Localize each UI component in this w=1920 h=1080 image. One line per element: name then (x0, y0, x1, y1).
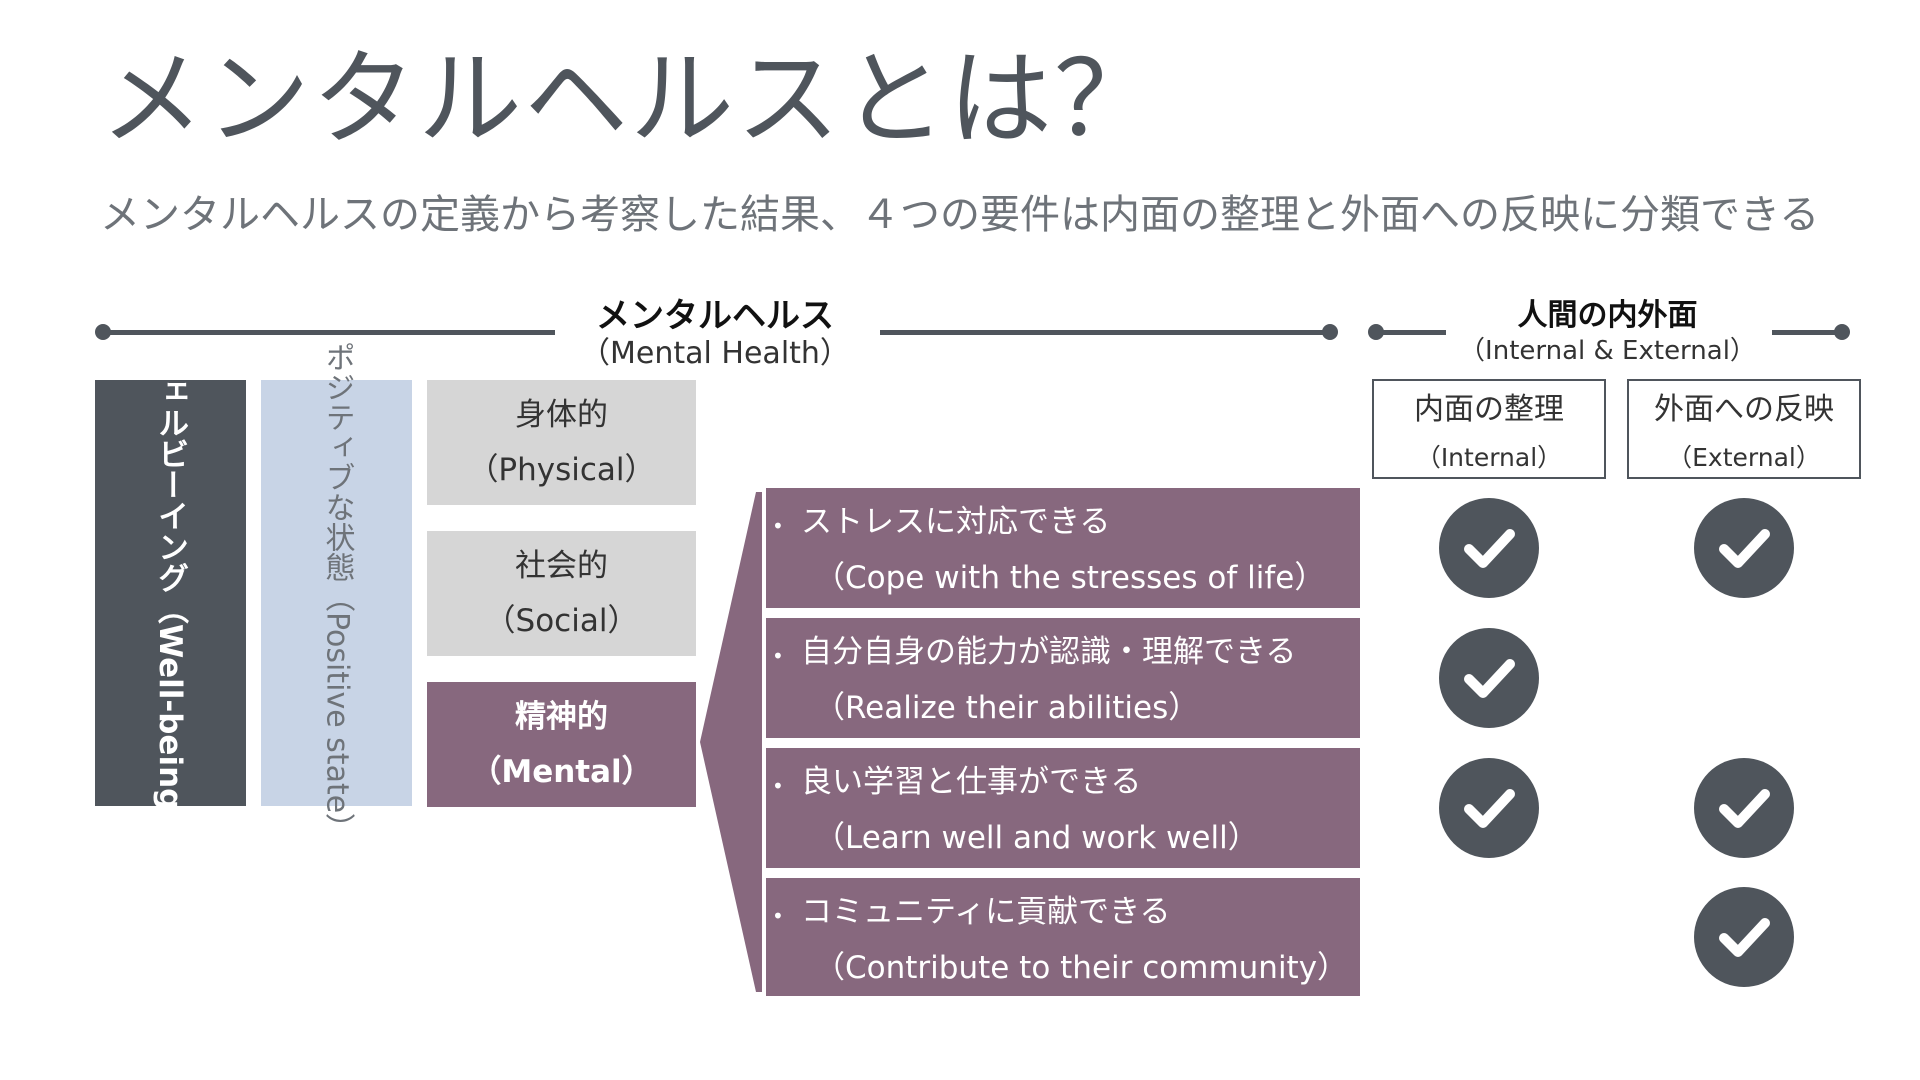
checkmark-circle-icon (1694, 887, 1794, 987)
requirement-en: （Realize their abilities） (814, 690, 1200, 726)
requirement-row: • ストレスに対応できる （Cope with the stresses of … (766, 488, 1360, 608)
category-physical: 身体的 （Physical） (427, 380, 696, 505)
positive-state-label: ポジティブな状態（Positive state） (319, 342, 355, 844)
inout-subheading: （Internal & External） (1459, 336, 1756, 366)
requirement-jp: 良い学習と仕事ができる (801, 764, 1142, 800)
column-jp: 外面への反映 (1654, 392, 1834, 427)
checkmark-circle-icon (1694, 758, 1794, 858)
requirement-jp: コミュニティに貢献できる (801, 894, 1171, 930)
wellbeing-box: ウェルビーイング（Well-being） (95, 345, 246, 841)
column-jp: 内面の整理 (1414, 392, 1564, 427)
requirement-row: • コミュニティに貢献できる （Contribute to their comm… (766, 878, 1360, 996)
rule2-line-left (1376, 330, 1446, 335)
column-internal: 内面の整理 （Internal） (1372, 379, 1606, 479)
rule2-dot-right (1834, 324, 1850, 340)
bracket-connector (700, 492, 762, 992)
inout-heading: 人間の内外面 (1517, 298, 1698, 333)
page-title: メンタルヘルスとは？ (100, 38, 1161, 160)
column-en: （Internal） (1415, 443, 1563, 472)
checkmark-circle-icon (1439, 628, 1539, 728)
bullet-icon: • (772, 514, 784, 538)
mental-health-subheading: （Mental Health） (580, 336, 850, 371)
requirement-en: （Contribute to their community） (814, 950, 1349, 986)
wellbeing-label: ウェルビーイング（Well-being） (152, 344, 188, 842)
category-en: （Physical） (467, 451, 656, 488)
checkmark-circle-icon (1694, 498, 1794, 598)
rule-line-right (880, 330, 1330, 335)
rule-dot-right (1322, 324, 1338, 340)
page-subtitle: メンタルヘルスの定義から考察した結果、４つの要件は内面の整理と外面への反映に分類… (100, 192, 1820, 238)
bullet-icon: • (772, 774, 784, 798)
requirement-en: （Cope with the stresses of life） (814, 560, 1326, 596)
checkmark-circle-icon (1439, 758, 1539, 858)
mental-health-heading: メンタルヘルス (596, 296, 834, 336)
requirement-en: （Learn well and work well） (814, 820, 1259, 856)
requirement-jp: ストレスに対応できる (801, 504, 1111, 540)
requirement-jp: 自分自身の能力が認識・理解できる (801, 634, 1297, 670)
column-en: （External） (1667, 443, 1821, 472)
category-jp: 社会的 (515, 548, 608, 585)
rule-line-left (103, 330, 555, 335)
category-en: （Mental） (470, 753, 653, 790)
rule2-line-right (1772, 330, 1842, 335)
category-mental: 精神的 （Mental） (427, 682, 696, 807)
category-jp: 身体的 (515, 397, 608, 434)
bullet-icon: • (772, 904, 784, 928)
requirement-row: • 良い学習と仕事ができる （Learn well and work well） (766, 748, 1360, 868)
category-en: （Social） (484, 602, 639, 639)
checkmark-circle-icon (1439, 498, 1539, 598)
category-social: 社会的 （Social） (427, 531, 696, 656)
bullet-icon: • (772, 644, 784, 668)
positive-state-box: ポジティブな状態（Positive state） (261, 342, 412, 844)
column-external: 外面への反映 （External） (1627, 379, 1861, 479)
requirement-row: • 自分自身の能力が認識・理解できる （Realize their abilit… (766, 618, 1360, 738)
category-jp: 精神的 (515, 699, 608, 736)
